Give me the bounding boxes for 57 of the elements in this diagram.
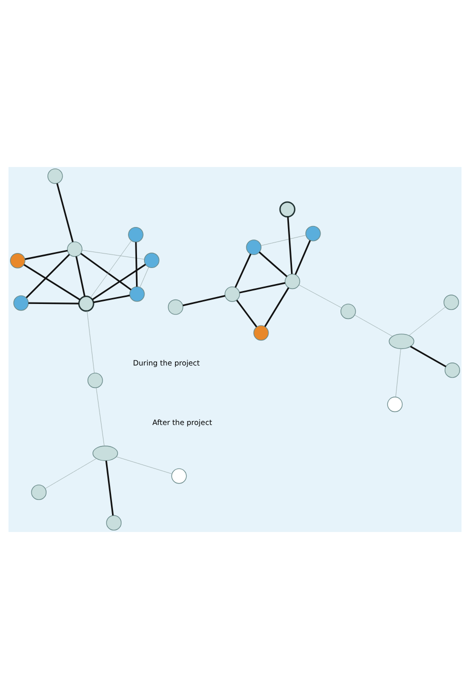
connector [28, 302, 79, 304]
connector [354, 314, 393, 336]
connector [105, 460, 114, 516]
node-circle [168, 298, 184, 314]
node-circle [47, 168, 63, 184]
node-circle [284, 273, 300, 289]
connector [294, 240, 311, 274]
connector [90, 240, 132, 298]
connector [410, 345, 446, 367]
node-circle [387, 396, 403, 412]
node-circle [31, 484, 47, 500]
connector [24, 263, 80, 300]
node-circle [305, 225, 321, 241]
connector [82, 250, 145, 260]
connector [287, 216, 293, 274]
connector [75, 256, 86, 296]
connector [264, 286, 290, 326]
connector [116, 456, 172, 474]
connector [56, 182, 74, 242]
node-circle [279, 200, 296, 217]
node-circle [129, 286, 145, 302]
connector [239, 282, 286, 293]
connector [258, 251, 288, 277]
connector [26, 253, 70, 298]
node-circle [78, 295, 94, 312]
node-circle [144, 252, 160, 268]
connector [395, 348, 401, 397]
node-circle [246, 239, 262, 254]
node-circle [340, 303, 356, 319]
connector [408, 306, 446, 336]
connector [260, 234, 306, 246]
connector [93, 294, 130, 303]
node-circle [88, 372, 103, 388]
connector [234, 253, 252, 288]
connector [24, 249, 68, 260]
node-circle [253, 324, 269, 340]
connector [298, 284, 342, 308]
connector [86, 310, 95, 373]
node-circle [13, 294, 29, 310]
node-circle [10, 252, 26, 268]
connector [92, 263, 146, 300]
connector [182, 294, 226, 306]
connector [140, 266, 149, 287]
node-circle [67, 240, 82, 256]
node-ellipse [92, 445, 118, 460]
connector [135, 242, 138, 286]
connector [96, 387, 104, 446]
node-circle [224, 286, 240, 302]
connector [80, 252, 132, 290]
node-circle [106, 514, 122, 530]
node-circle [444, 294, 459, 310]
node-ellipse [388, 333, 414, 349]
node-circle [444, 362, 460, 378]
connector [236, 299, 258, 327]
connector [44, 458, 97, 488]
node-circle [171, 468, 187, 484]
node-circle [128, 226, 144, 242]
